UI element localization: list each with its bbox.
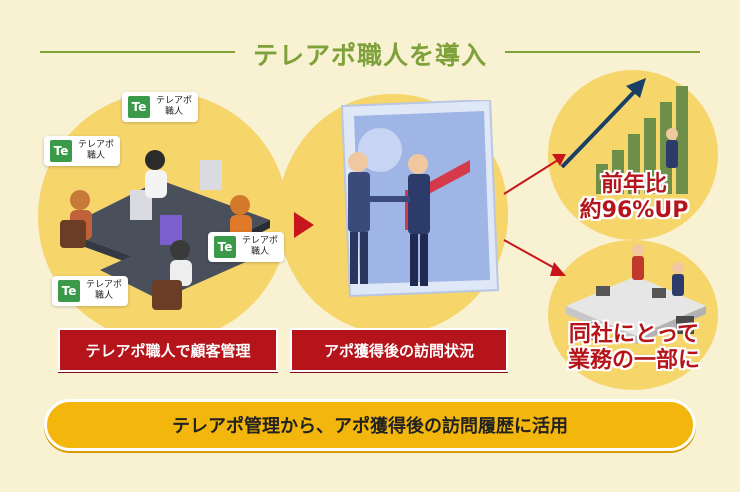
business-result-line2: 業務の一部に (567, 348, 700, 373)
growth-result-line2: 約96%UP (579, 198, 689, 223)
tele-apo-badge: Te テレアポ職人 (208, 232, 285, 262)
tele-apo-badge: Te テレアポ職人 (122, 92, 199, 122)
te-logo-icon: Te (58, 280, 80, 302)
badge-line1: テレアポ (86, 280, 123, 290)
badge-line2: 職人 (87, 151, 106, 161)
badge-line2: 職人 (95, 291, 114, 301)
visit-status-label: アポ獲得後の訪問状況 (290, 328, 508, 372)
business-result-label: 同社にとって 業務の一部に (548, 322, 720, 374)
meeting-illustration (566, 244, 706, 344)
badge-line1: テレアポ (156, 96, 193, 106)
te-logo-icon: Te (214, 236, 236, 258)
badge-line1: テレアポ (242, 236, 279, 246)
badge-line2: 職人 (165, 107, 184, 117)
badge-line2: 職人 (251, 247, 270, 257)
arrow-up-right-icon (503, 154, 566, 195)
business-result-line1: 同社にとって (568, 322, 700, 347)
growth-result-label: 前年比 約96%UP (554, 172, 714, 224)
badge-line1: テレアポ (78, 140, 115, 150)
tele-apo-badge: Te テレアポ職人 (52, 276, 129, 306)
growth-chart-illustration (560, 78, 688, 194)
growth-result-line1: 前年比 (600, 172, 667, 197)
call-center-illustration (60, 150, 270, 310)
tele-apo-badge: Te テレアポ職人 (44, 136, 121, 166)
te-logo-icon: Te (50, 140, 72, 162)
title-row: テレアポ職人を導入 (40, 36, 700, 70)
title-divider-left (40, 51, 235, 53)
te-logo-icon: Te (128, 96, 150, 118)
title-divider-right (505, 51, 700, 53)
page-title: テレアポ職人を導入 (252, 41, 487, 70)
customer-management-label: テレアポ職人で顧客管理 (58, 328, 278, 372)
handshake-illustration (340, 100, 500, 298)
summary-bar: テレアポ管理から、アポ獲得後の訪問履歴に活用 (44, 399, 696, 451)
arrow-right-icon (294, 212, 314, 238)
arrow-down-right-icon (503, 239, 566, 276)
